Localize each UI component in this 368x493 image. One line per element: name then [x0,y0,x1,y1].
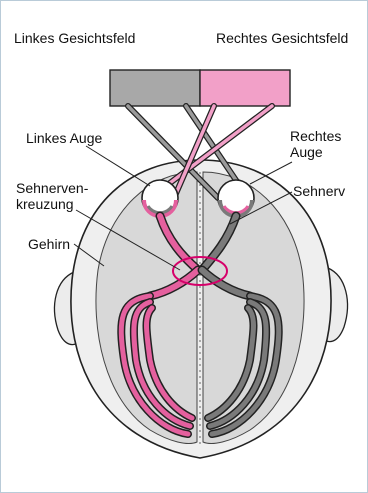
left-visual-field-label: Linkes Gesichtsfeld [14,30,135,46]
optic-nerve-label: Sehnerv [293,183,345,199]
right-eye-label-line1: Rechtes [290,128,341,144]
left-eye [142,180,178,216]
brain-label: Gehirn [28,236,70,252]
right-visual-field [200,70,290,106]
left-visual-field [110,70,200,106]
chiasm-label-line2: kreuzung [16,196,74,212]
right-visual-field-label: Rechtes Gesichtsfeld [216,30,348,46]
right-eye-label-line2: Auge [290,144,323,160]
right-eye [218,180,254,216]
left-eye-label: Linkes Auge [26,130,102,146]
chiasm-label-line1: Sehnerven- [16,180,88,196]
